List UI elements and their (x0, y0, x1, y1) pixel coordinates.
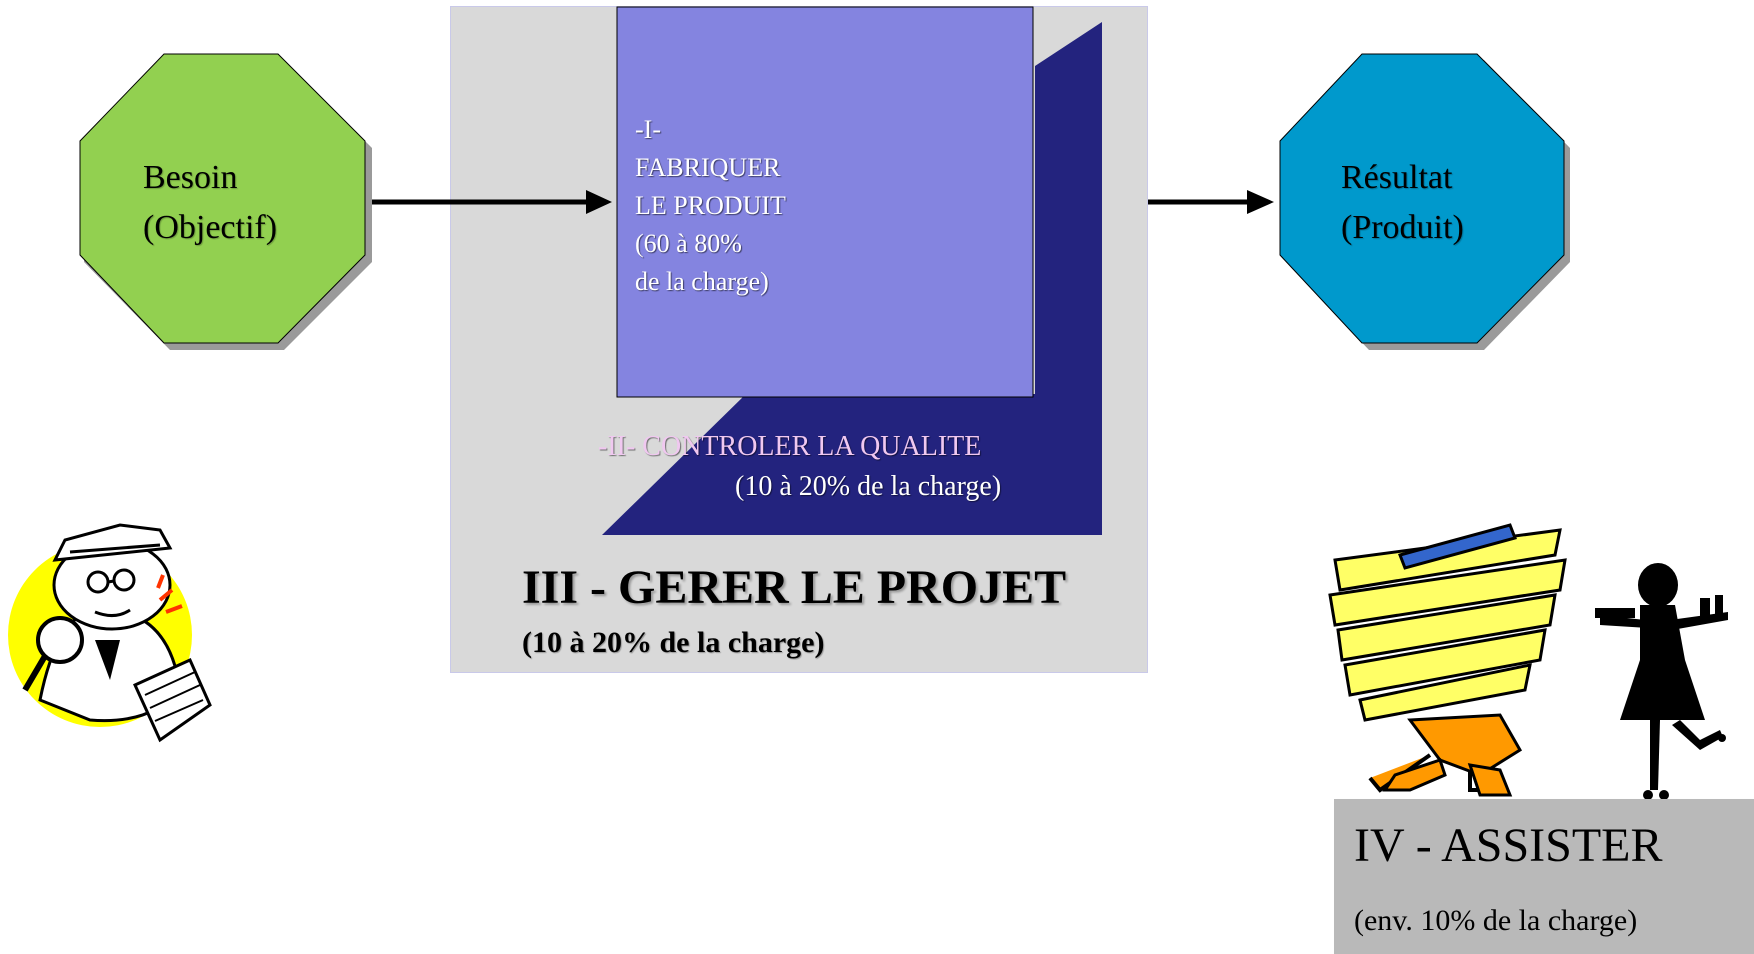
resultat-octagon (1279, 53, 1565, 344)
gerer-title: III - GERER LE PROJET (522, 561, 1067, 614)
fabriquer-line: de la charge) (635, 267, 769, 296)
resultat-line1: Résultat (1341, 159, 1453, 196)
inspector-clipart-icon (8, 523, 212, 743)
fabriquer-line: -I- (635, 115, 661, 144)
besoin-line1: Besoin (143, 159, 238, 196)
fabriquer-line: (60 à 80% (635, 229, 742, 258)
resultat-line2: (Produit) (1341, 209, 1464, 246)
assister-title: IV - ASSISTER (1354, 819, 1663, 872)
arrow-gerer-to-resultat (1148, 190, 1274, 214)
assister-panel (1334, 799, 1754, 954)
resultat-label: Résultat (Produit) (1341, 153, 1464, 253)
gerer-subtitle: (10 à 20% de la charge) (522, 626, 825, 659)
controler-line2: (10 à 20% de la charge) (735, 471, 1002, 502)
fabriquer-box (616, 6, 1034, 398)
fabriquer-label: -I- FABRIQUER LE PRODUIT (60 à 80% de la… (635, 111, 786, 301)
besoin-line2: (Objectif) (143, 209, 278, 246)
fabriquer-line: LE PRODUIT (635, 191, 786, 220)
besoin-label: Besoin (Objectif) (143, 153, 277, 253)
besoin-octagon (79, 53, 366, 344)
controler-shape (602, 22, 1102, 535)
fabriquer-line: FABRIQUER (635, 153, 781, 182)
assister-subtitle: (env. 10% de la charge) (1354, 904, 1638, 937)
controler-line1: -II- CONTROLER LA QUALITE (598, 431, 982, 462)
worker-and-waitress-clipart-icon (1328, 523, 1728, 800)
arrow-besoin-to-fabriquer (372, 190, 612, 214)
